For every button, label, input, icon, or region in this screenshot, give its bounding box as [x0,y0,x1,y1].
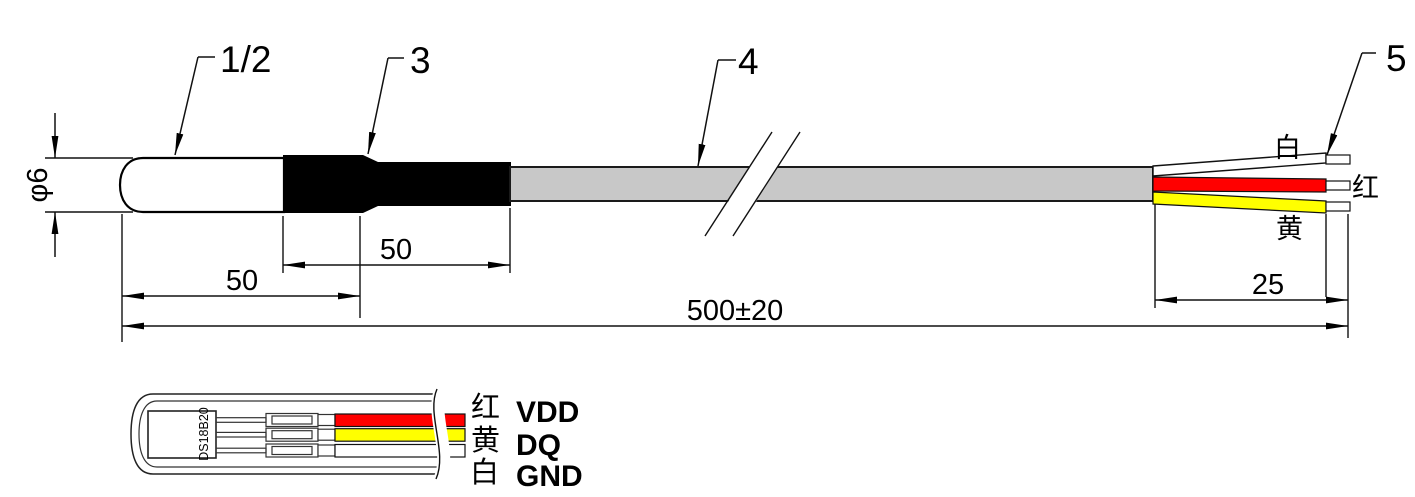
callout-wire-ends: 5 [1386,38,1407,79]
chip-marking: DS18B20 [197,407,211,461]
break-slash-right [732,131,801,237]
pinout-white-label: 白 [470,456,499,489]
callout-leaders [174,52,1376,167]
label-red-wire: 红 [1352,173,1379,203]
dimension-lines [51,113,1348,330]
probe-tube [118,156,286,214]
yellow-wire [1152,191,1327,214]
sleeve-3-cap [317,444,336,457]
crimp-sleeves [265,412,336,458]
sleeve-1-inner [271,415,313,425]
wire-ends [1152,152,1351,214]
leader-wire-ends [1326,52,1363,156]
leader-probe [174,56,199,156]
break-slash-left [704,131,773,237]
detail-white-wire [334,443,466,458]
cable [509,166,1154,202]
detail-view: DS18B20 红 VDD 黄 DQ 白 [130,386,583,493]
red-wire [1152,176,1327,193]
main-view: 1/2 3 4 5 φ6 50 50 500±20 25 白 红 黄 [22,38,1407,342]
yellow-wire-bare-tip [1325,201,1351,212]
pinout-red-label: 红 [471,391,500,424]
pinout-vdd: VDD [516,396,579,429]
leader-cable [697,59,719,167]
chip-lead-3 [215,447,267,454]
white-wire-bare-tip [1325,154,1351,165]
sleeve-3-inner [271,445,313,456]
pinout-yellow-label: 黄 [471,424,500,457]
pinout-gnd: GND [516,460,583,493]
label-white-wire: 白 [1274,133,1301,163]
heat-shrink-sleeve [283,155,511,213]
red-wire-bare-tip [1325,180,1351,191]
dim-text-tube-length: 50 [226,265,258,297]
chip-lead-2 [215,431,267,438]
label-yellow-wire: 黄 [1276,214,1303,244]
sleeve-1-cap [317,413,336,427]
pinout-dq: DQ [516,429,561,462]
dim-text-shrink-length: 50 [380,234,412,266]
dim-text-total-length: 500±20 [687,295,784,327]
sleeve-2-inner [271,430,313,440]
cable-break-symbol [704,131,801,237]
pinout-labels: 红 VDD 黄 DQ 白 GND [470,391,583,493]
cable-break-gap [708,135,798,234]
dim-text-diameter: φ6 [22,168,54,203]
detail-yellow-wire [334,428,466,442]
chip-lead-1 [215,417,267,423]
callout-heat-shrink: 3 [410,40,431,81]
detail-break-gap [431,386,451,482]
detail-tube-outer [130,393,441,475]
dim-text-strip-length: 25 [1252,269,1284,301]
leader-shrink [367,57,389,155]
sleeve-2-cap [317,428,336,441]
detail-break-line [433,388,441,480]
callout-probe-tube: 1/2 [220,39,271,80]
detail-tube-inner [138,400,441,468]
callout-cable: 4 [738,41,759,82]
